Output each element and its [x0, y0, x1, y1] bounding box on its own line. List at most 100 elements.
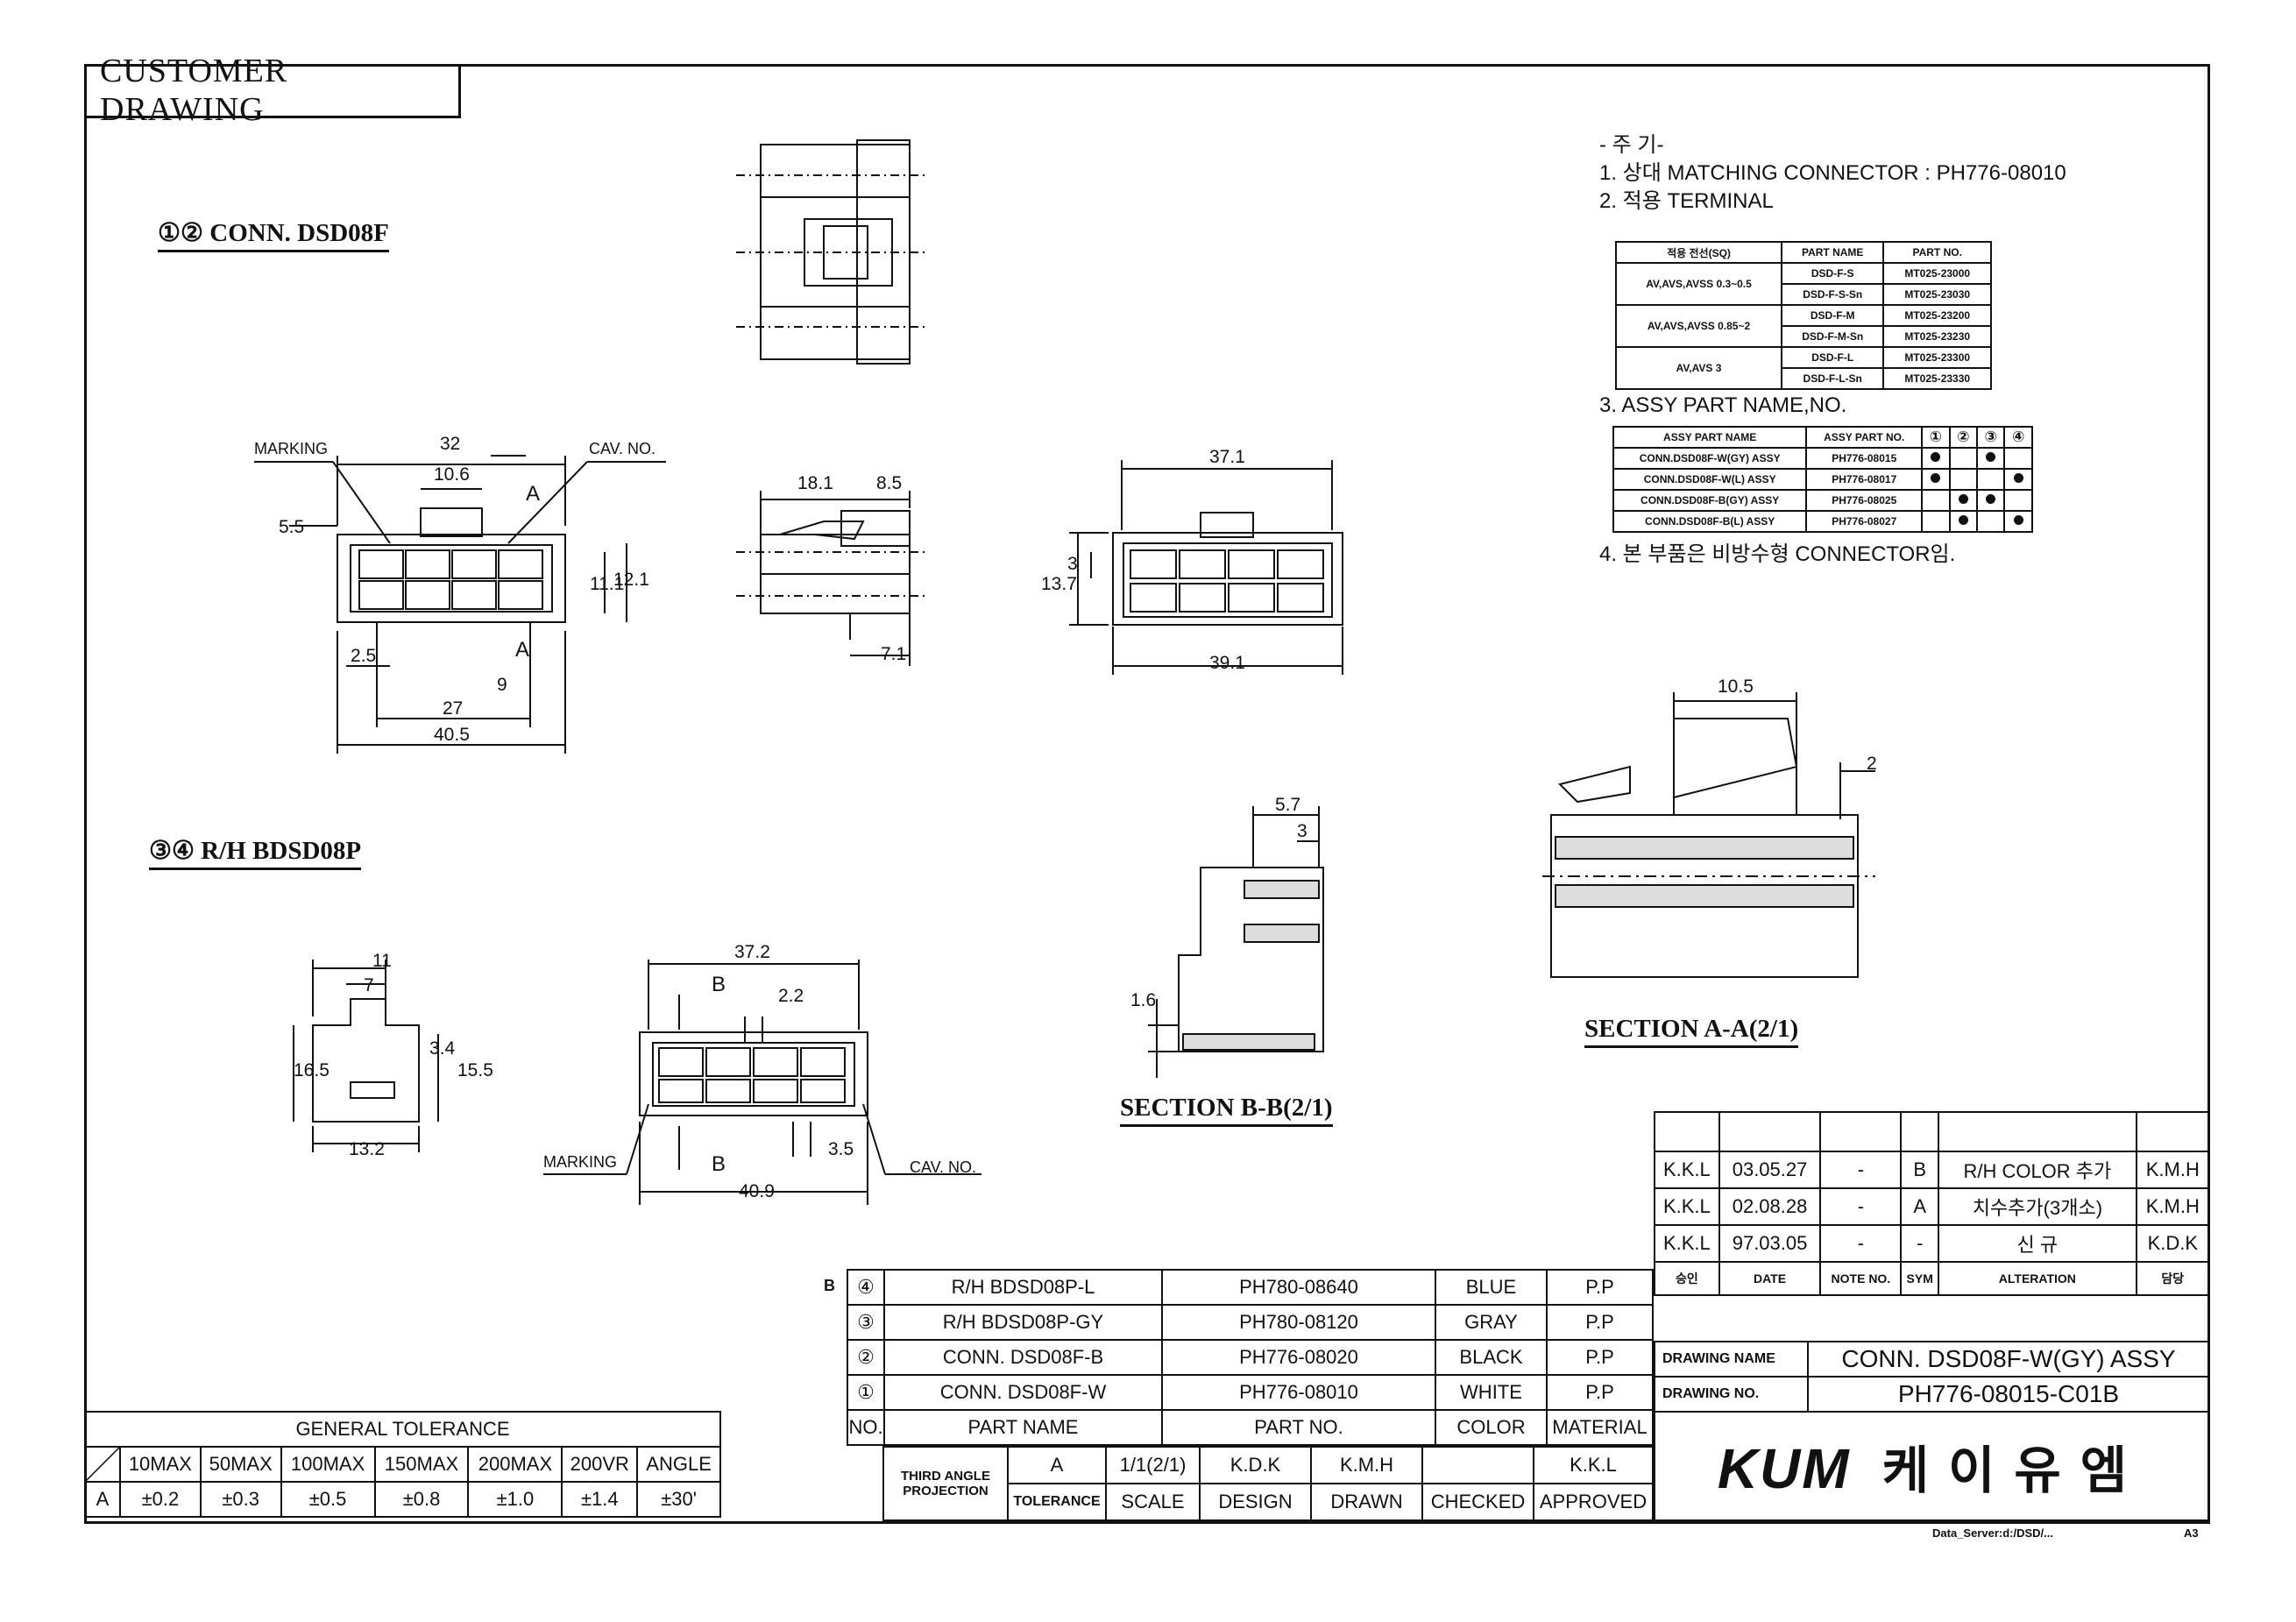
parts-header-partno: PART NO. — [1161, 1409, 1436, 1446]
assy-header-1: ① — [1921, 426, 1951, 449]
checked-value — [1421, 1446, 1534, 1484]
parts-no-cell: ① — [847, 1374, 885, 1411]
terminal-no-cell: MT025-23030 — [1882, 283, 1992, 306]
assy-mark-dot — [1958, 494, 1968, 504]
assy-no-cell: PH776-08025 — [1805, 489, 1924, 512]
design-value: K.D.K — [1199, 1446, 1312, 1484]
parts-material-cell: P.P — [1546, 1374, 1654, 1411]
approved-value: K.K.L — [1533, 1446, 1654, 1484]
drawing-no-label: DRAWING NO. — [1654, 1376, 1809, 1413]
terminal-name-cell: DSD-F-M-Sn — [1780, 325, 1885, 348]
parts-header-no: NO. — [847, 1409, 885, 1446]
assy-header-4: ④ — [2003, 426, 2033, 449]
assy-table: ASSY PART NAME ASSY PART NO. ① ② ③ ④ CON… — [1612, 426, 2033, 533]
kum-logo: KUM — [1717, 1437, 1851, 1500]
checked-label: CHECKED — [1421, 1483, 1534, 1521]
note-4-block: 4. 본 부품은 비방수형 CONNECTOR임. — [1599, 541, 1955, 569]
assy-mark-dot — [1986, 452, 1996, 462]
dim-32: 32 — [440, 434, 461, 454]
dim-1-6: 1.6 — [1130, 990, 1157, 1010]
rev-approver: K.K.L — [1654, 1187, 1720, 1226]
dim-40-9: 40.9 — [739, 1181, 775, 1201]
parts-header-color: COLOR — [1435, 1409, 1548, 1446]
rev-sym: B — [1900, 1151, 1940, 1189]
tolerance-header: 150MAX — [373, 1446, 470, 1483]
dim-12-1: 12.1 — [613, 570, 649, 590]
dim-27: 27 — [443, 698, 464, 719]
rev-by: K.M.H — [2135, 1151, 2211, 1189]
dim-39-1: 39.1 — [1209, 653, 1245, 673]
scale-value: 1/1(2/1) — [1105, 1446, 1201, 1484]
parts-partno-cell: PH776-08020 — [1161, 1339, 1436, 1376]
assy-header-no: ASSY PART NO. — [1805, 426, 1924, 449]
terminal-header-wire: 적용 전선(SQ) — [1615, 241, 1782, 264]
cav-no-label-bottom: CAV. NO. — [910, 1158, 977, 1176]
tolerance-value: ±30' — [636, 1481, 721, 1518]
dim-2-5: 2.5 — [351, 646, 377, 666]
section-aa-label: SECTION A-A(2/1) — [1584, 1015, 1799, 1048]
notes-block: - 주 기- 1. 상대 MATCHING CONNECTOR : PH776-… — [1599, 131, 2066, 216]
tolerance-header: 10MAX — [119, 1446, 202, 1483]
section-b-marker-bottom: B — [712, 1152, 726, 1176]
parts-material-cell: P.P — [1546, 1339, 1654, 1376]
rev-header-approver: 승인 — [1654, 1261, 1720, 1296]
drawing-no: PH776-08015-C01B — [1807, 1376, 2210, 1413]
assy-no-cell: PH776-08017 — [1805, 468, 1924, 491]
tolerance-label: TOLERANCE — [1007, 1483, 1107, 1521]
assy-name-cell: CONN.DSD08F-W(GY) ASSY — [1612, 447, 1808, 470]
terminal-name-cell: DSD-F-L — [1780, 346, 1885, 369]
conn-rear-view — [1069, 460, 1343, 675]
parts-color-cell: WHITE — [1435, 1374, 1548, 1411]
tolerance-value: ±1.4 — [561, 1481, 639, 1518]
parts-partno-cell: PH780-08120 — [1161, 1304, 1436, 1341]
parts-name-cell: CONN. DSD08F-W — [883, 1374, 1163, 1411]
note-1: 1. 상대 MATCHING CONNECTOR : PH776-08010 — [1599, 161, 2066, 185]
parts-partno-cell: PH776-08010 — [1161, 1374, 1436, 1411]
tolerance-value: ±0.5 — [280, 1481, 376, 1518]
rev-approver: K.K.L — [1654, 1151, 1720, 1189]
rev-sym: A — [1900, 1187, 1940, 1226]
conn-section-label: ①② CONN. DSD08F — [158, 217, 389, 252]
assy-header-name: ASSY PART NAME — [1612, 426, 1808, 449]
parts-color-cell: BLACK — [1435, 1339, 1548, 1376]
tolerance-title: GENERAL TOLERANCE — [84, 1411, 721, 1448]
rh-side-view — [293, 960, 439, 1152]
tolerance-value: ±0.8 — [373, 1481, 470, 1518]
cav-no-label-top: CAV. NO. — [589, 440, 656, 457]
rev-sym: - — [1900, 1224, 1940, 1263]
dim-37-2: 37.2 — [734, 942, 770, 962]
marking-label-top: MARKING — [254, 440, 329, 457]
tolerance-header: 200MAX — [467, 1446, 563, 1483]
terminal-name-cell: DSD-F-L-Sn — [1780, 367, 1885, 390]
revision-b-marker: B — [824, 1277, 835, 1294]
footer-server-path: Data_Server:d:/DSD/... — [1932, 1526, 2053, 1540]
rev-date: 97.03.05 — [1718, 1224, 1822, 1263]
note-2: 2. 적용 TERMINAL — [1599, 189, 1774, 213]
dim-13-2: 13.2 — [349, 1139, 385, 1159]
dim-11: 11 — [372, 951, 392, 971]
parts-list: ④ R/H BDSD08P-L PH780-08640 BLUE P.P ③ R… — [847, 1269, 1654, 1446]
parts-header-name: PART NAME — [883, 1409, 1163, 1446]
tolerance-value: A — [1007, 1446, 1107, 1484]
rev-date: 02.08.28 — [1718, 1187, 1822, 1226]
title-block: DRAWING NAME CONN. DSD08F-W(GY) ASSY DRA… — [1654, 1341, 2210, 1521]
dim-13-7: 13.7 — [1041, 574, 1077, 594]
terminal-header-no: PART NO. — [1882, 241, 1992, 264]
dim-2-2: 2.2 — [778, 986, 804, 1006]
rev-date: 03.05.27 — [1718, 1151, 1822, 1189]
rev-alteration: 신 규 — [1938, 1224, 2137, 1263]
rev-note: - — [1819, 1224, 1903, 1263]
drawing-name-label: DRAWING NAME — [1654, 1341, 1809, 1378]
tolerance-value: ±0.3 — [199, 1481, 282, 1518]
assy-mark-dot — [1958, 515, 1968, 525]
rev-by: K.M.H — [2135, 1187, 2211, 1226]
tolerance-value: ±1.0 — [467, 1481, 563, 1518]
dim-37-1: 37.1 — [1209, 447, 1245, 467]
rh-front-view — [543, 960, 981, 1205]
assy-no-cell: PH776-08015 — [1805, 447, 1924, 470]
dim-3-5: 3.5 — [828, 1139, 854, 1159]
marking-label-bottom: MARKING — [543, 1153, 618, 1171]
parts-name-cell: R/H BDSD08P-L — [883, 1269, 1163, 1306]
rev-header-alteration: ALTERATION — [1938, 1261, 2137, 1296]
